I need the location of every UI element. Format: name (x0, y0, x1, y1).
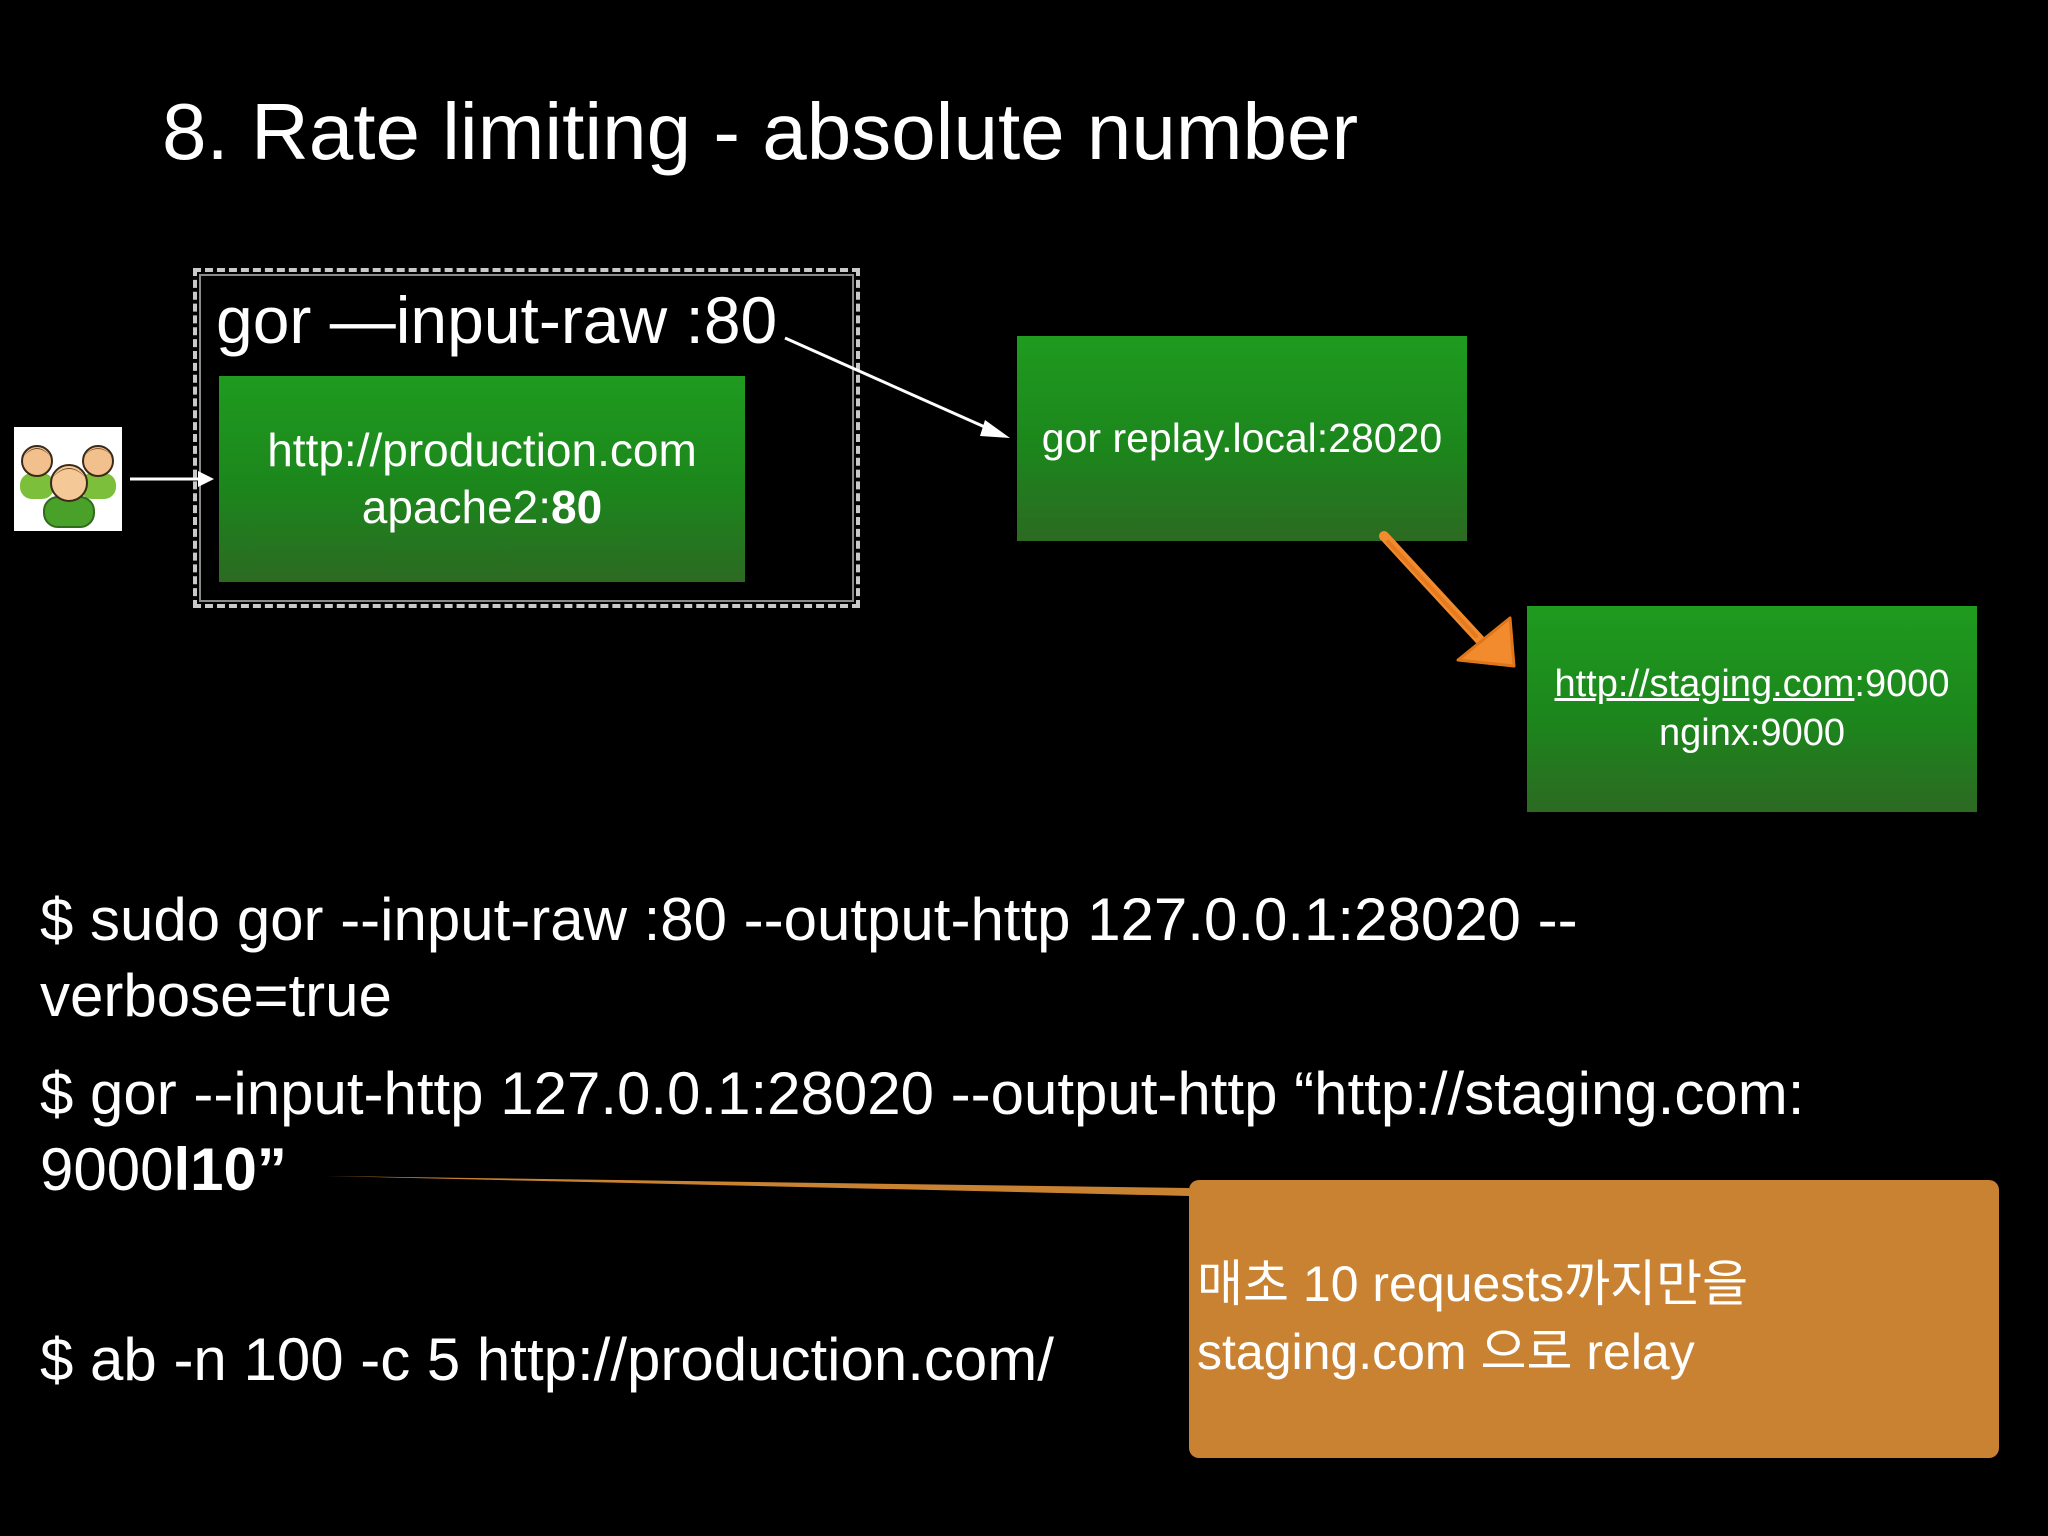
gor-input-frame (193, 268, 860, 608)
replay-label: gor replay.local:28020 (1041, 415, 1443, 461)
apache-label: apache2: (361, 481, 552, 533)
command-gor-sudo-line2: verbose=true (40, 962, 392, 1029)
slide-title: 8. Rate limiting - absolute number (162, 87, 1359, 176)
command-gor-sudo: $ sudo gor --input-raw :80 --output-http… (40, 882, 1578, 1034)
staging-url-line: http://staging.com:9000 (1554, 660, 1949, 709)
command-ab: $ ab -n 100 -c 5 http://production.com/ (40, 1326, 1054, 1393)
replay-server-box: gor replay.local:28020 (1017, 336, 1467, 541)
production-url: http://production.com (267, 423, 697, 476)
command-gor-sudo-line1: $ sudo gor --input-raw :80 --output-http… (40, 886, 1578, 953)
command-gor-http-line1: $ gor --input-http 127.0.0.1:28020 --out… (40, 1060, 1805, 1127)
production-server-box: http://production.com apache2:80 (219, 376, 745, 582)
replay-to-staging-arrow (1379, 531, 1516, 668)
gor-input-label: gor —input-raw :80 (216, 283, 778, 357)
staging-nginx-line: nginx:9000 (1659, 712, 1845, 754)
command-gor-http-limit: l10” (173, 1136, 287, 1203)
callout-line2: staging.com 으로 relay (1197, 1324, 1695, 1380)
command-gor-http: $ gor --input-http 127.0.0.1:28020 --out… (40, 1056, 1804, 1208)
staging-server-box: http://staging.com:9000 nginx:9000 (1527, 606, 1977, 812)
users-group-icon (14, 427, 122, 531)
production-apache-line: apache2:80 (362, 479, 602, 537)
staging-url-link: http://staging.com (1554, 662, 1855, 705)
rate-limit-callout: 매초 10 requests까지만을 staging.com 으로 relay (1189, 1180, 1999, 1458)
command-gor-http-port: 9000 (40, 1136, 174, 1203)
staging-port: :9000 (1854, 662, 1950, 705)
command-gor-http-line2: 9000l10” (40, 1132, 1804, 1208)
callout-line1: 매초 10 requests까지만을 (1197, 1256, 1749, 1312)
apache-port: 80 (551, 481, 603, 533)
